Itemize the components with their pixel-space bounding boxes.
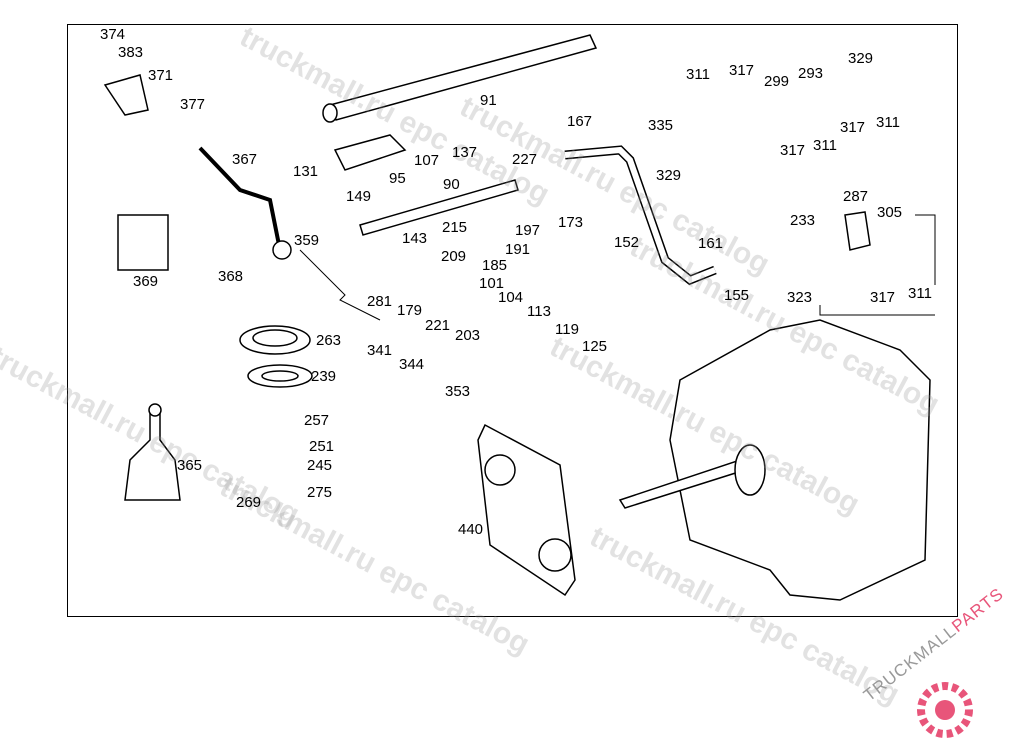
- part-label: 263: [316, 332, 342, 349]
- part-label: 341: [367, 342, 393, 359]
- part-label: 383: [118, 44, 144, 61]
- diagram-frame: [67, 24, 958, 617]
- gearbox-housing: [618, 319, 931, 601]
- part-label: 367: [232, 151, 258, 168]
- part-label: 275: [307, 484, 333, 501]
- part-label: 329: [848, 50, 874, 67]
- part-label: 371: [148, 67, 174, 84]
- part-label: 359: [294, 232, 320, 249]
- part-label: 299: [764, 73, 790, 90]
- shaft-91: [322, 34, 598, 123]
- part-label: 101: [479, 275, 505, 292]
- part-label: 317: [780, 142, 806, 159]
- part-label: 137: [452, 144, 478, 161]
- part-label: 209: [441, 248, 467, 265]
- part-label: 287: [843, 188, 869, 205]
- part-label: 227: [512, 151, 538, 168]
- part-label: 197: [515, 222, 541, 239]
- part-label: 155: [724, 287, 750, 304]
- part-label: 104: [498, 289, 524, 306]
- bracket-287: [844, 211, 871, 251]
- part-label: 311: [876, 114, 900, 131]
- part-label: 440: [458, 521, 484, 538]
- part-label: 323: [787, 289, 813, 306]
- part-label: 251: [309, 438, 335, 455]
- part-label: 353: [445, 383, 471, 400]
- leader-lines: [299, 214, 936, 321]
- part-label: 317: [729, 62, 755, 79]
- part-label: 377: [180, 96, 206, 113]
- part-label: 131: [293, 163, 319, 180]
- gate-369: [117, 214, 169, 271]
- part-label: 317: [840, 119, 866, 136]
- part-label: 369: [133, 273, 159, 290]
- part-label: 365: [177, 457, 203, 474]
- part-label: 239: [311, 368, 337, 385]
- part-label: 173: [558, 214, 584, 231]
- part-label: 245: [307, 457, 333, 474]
- part-label: 91: [480, 92, 497, 109]
- part-label: 293: [798, 65, 824, 82]
- shift-rod-152: [564, 145, 717, 286]
- part-label: 344: [399, 356, 425, 373]
- part-label: 335: [648, 117, 674, 134]
- part-label: 311: [813, 137, 837, 154]
- part-label: 149: [346, 188, 372, 205]
- gasket-440: [477, 423, 576, 597]
- part-label: 317: [870, 289, 896, 306]
- part-label: 167: [567, 113, 593, 130]
- part-label: 152: [614, 234, 640, 251]
- knob-371: [103, 74, 149, 116]
- lever-95: [333, 134, 407, 171]
- part-label: 368: [218, 268, 244, 285]
- part-label: 191: [505, 241, 531, 258]
- part-label: 329: [656, 167, 682, 184]
- part-label: 257: [304, 412, 330, 429]
- part-label: 281: [367, 293, 393, 310]
- part-label: 107: [414, 152, 440, 169]
- part-label: 113: [527, 303, 551, 320]
- part-label: 90: [443, 176, 460, 193]
- boot-365: [124, 403, 181, 501]
- part-label: 305: [877, 204, 903, 221]
- part-label: 179: [397, 302, 423, 319]
- part-label: 233: [790, 212, 816, 229]
- part-label: 221: [425, 317, 451, 334]
- seal-263: [239, 325, 311, 355]
- part-label: 215: [442, 219, 468, 236]
- part-label: 203: [455, 327, 481, 344]
- ring-239: [247, 364, 313, 388]
- part-label: 311: [908, 285, 932, 302]
- part-label: 185: [482, 257, 508, 274]
- part-label: 311: [686, 66, 710, 83]
- part-label: 374: [100, 26, 126, 43]
- part-label: 143: [402, 230, 428, 247]
- part-label: 119: [555, 321, 579, 338]
- lever-367: [198, 146, 292, 260]
- part-label: 161: [698, 235, 724, 252]
- part-label: 125: [582, 338, 608, 355]
- rod-90: [359, 179, 519, 236]
- part-label: 95: [389, 170, 406, 187]
- part-label: 269: [236, 494, 262, 511]
